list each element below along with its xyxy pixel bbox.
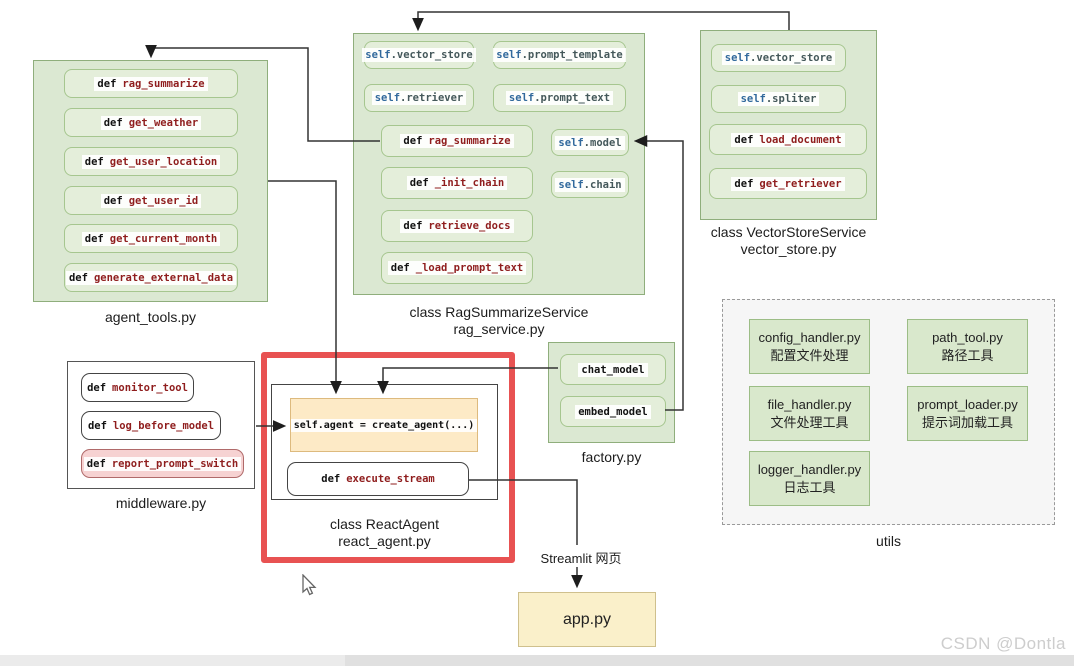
rag-service-class-name: class RagSummarizeService: [409, 304, 589, 320]
attr-label: self.prompt_text: [505, 91, 614, 105]
function-node-load-prompt-text: def_load_prompt_text: [381, 252, 533, 284]
util-file-name: logger_handler.py: [757, 461, 862, 477]
react-agent-class-name: class ReactAgent: [330, 516, 439, 532]
agent-tools-caption: agent_tools.py: [104, 309, 197, 325]
util-node-logger-handler: logger_handler.py 日志工具: [749, 451, 870, 506]
util-file-name: path_tool.py: [932, 329, 1003, 345]
react-agent-highlight-frame: [261, 352, 515, 563]
util-description: 日志工具: [783, 479, 836, 495]
util-file-name: file_handler.py: [767, 396, 852, 412]
util-description: 路径工具: [941, 347, 994, 363]
util-description: 配置文件处理: [770, 347, 849, 363]
attr-label: self.vector_store: [362, 48, 476, 62]
node-chat-model: chat_model: [560, 354, 666, 385]
util-node-path-tool: path_tool.py 路径工具: [907, 319, 1028, 374]
attr-label: self.chain: [555, 177, 625, 192]
util-node-file-handler: file_handler.py 文件处理工具: [749, 386, 870, 441]
embed-model-label: embed_model: [575, 404, 651, 419]
react-agent-file-name: react_agent.py: [338, 533, 431, 549]
node-create-agent: self.agent = create_agent(...): [290, 398, 478, 452]
watermark: CSDN @Dontla: [940, 634, 1066, 653]
chat-model-label: chat_model: [578, 362, 648, 377]
app-module: app.py: [518, 592, 656, 647]
rag-service-caption: class RagSummarizeService rag_service.py: [353, 304, 645, 338]
utils-caption: utils: [876, 533, 901, 549]
node-embed-model: embed_model: [560, 396, 666, 427]
bottom-strip-dark: [345, 655, 1074, 666]
util-description: 文件处理工具: [770, 414, 849, 430]
attr-node-prompt-text: self.prompt_text: [493, 84, 626, 112]
util-node-config-handler: config_handler.py 配置文件处理: [749, 319, 870, 374]
attr-node-vector-store: self.vector_store: [711, 44, 846, 72]
util-file-name: config_handler.py: [758, 329, 861, 345]
attr-label: self.retriever: [371, 91, 467, 105]
rag-service-module: self.vector_store self.prompt_template s…: [353, 33, 645, 295]
vector-store-file-name: vector_store.py: [740, 241, 837, 257]
attr-node-vector-store: self.vector_store: [362, 41, 476, 69]
attr-node-spliter: self.spliter: [711, 85, 846, 113]
attr-node-model: self.model: [551, 129, 629, 156]
util-file-name: prompt_loader.py: [917, 396, 1018, 412]
attr-label: self.spliter: [737, 92, 820, 106]
attr-node-chain: self.chain: [551, 171, 629, 198]
vector-store-class-name: class VectorStoreService: [710, 224, 867, 240]
create-agent-label: self.agent = create_agent(...): [290, 418, 478, 432]
attr-node-prompt-template: self.prompt_template: [493, 41, 626, 69]
attr-label: self.vector_store: [721, 51, 836, 65]
factory-caption: factory.py: [581, 449, 642, 465]
attr-label: self.model: [555, 135, 625, 150]
vector-store-caption: class VectorStoreService vector_store.py: [700, 224, 877, 258]
util-description: 提示词加载工具: [921, 414, 1013, 430]
utils-module: config_handler.py 配置文件处理 path_tool.py 路径…: [722, 299, 1055, 525]
middleware-caption: middleware.py: [115, 495, 207, 511]
app-label: app.py: [562, 610, 612, 628]
react-agent-caption: class ReactAgent react_agent.py: [271, 516, 498, 550]
rag-service-file-name: rag_service.py: [453, 321, 545, 337]
function-label: def_load_prompt_text: [387, 261, 527, 275]
factory-module: chat_model embed_model: [548, 342, 675, 443]
attr-node-retriever: self.retriever: [364, 84, 474, 112]
arrow-vectorstore-to-ragservice: [412, 11, 790, 32]
streamlit-flow-label: Streamlit 网页: [528, 548, 634, 567]
util-node-prompt-loader: prompt_loader.py 提示词加载工具: [907, 386, 1028, 441]
function-node-init-chain: def_init_chain: [381, 167, 533, 199]
mouse-cursor-icon: [302, 574, 317, 596]
function-label: def_init_chain: [406, 176, 508, 190]
attr-label: self.prompt_template: [493, 48, 626, 62]
